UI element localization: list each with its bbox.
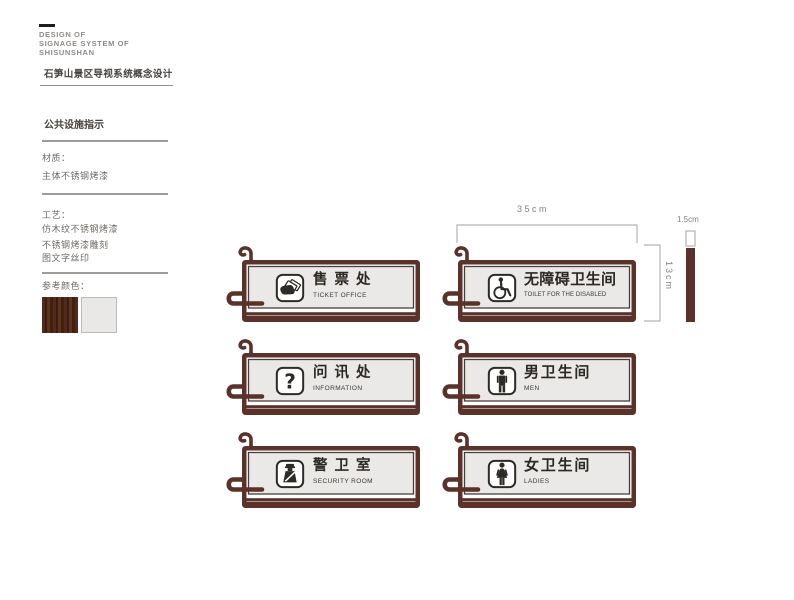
logo-line: SIGNAGE SYSTEM OF [39,39,130,48]
wheelchair-icon [487,273,517,303]
logo-mark [39,24,55,27]
craft-item: 仿木纹不锈钢烤漆 [42,224,119,234]
logo-line: DESIGN OF [39,30,86,39]
sign-title-zh: 女卫生间 [524,457,592,474]
colors-label: 参考颜色： [42,281,90,291]
craft-item: 图文字丝印 [42,253,90,263]
question-mark-icon: ? [275,366,305,396]
divider [42,272,168,274]
logo-line: SHISUNSHAN [39,48,95,57]
sign-title-en: TICKET OFFICE [313,292,367,299]
craft-item: 不锈钢烤漆雕刻 [42,240,109,250]
sign-title-zh: 问讯处 [313,365,378,381]
sign-title-en: LADIES [524,478,550,485]
sign-card-disabled-toilet: 无障碍卫生间 TOILET FOR THE DISABLED [433,244,638,326]
color-swatch-gray [81,297,117,333]
material-value: 主体不锈钢烤漆 [42,171,109,181]
sign-card-information: ? 问讯处 INFORMATION [217,337,422,419]
sign-title-en: SECURITY ROOM [313,478,373,485]
side-view-bar [686,248,695,322]
divider [42,193,168,195]
divider [42,140,168,142]
sign-title-en: INFORMATION [313,385,363,392]
sign-card-security-room: 警卫室 SECURITY ROOM [217,430,422,512]
sign-card-ticket-office: 售票处 TICKET OFFICE [217,244,422,326]
logo-text: DESIGN OF SIGNAGE SYSTEM OF SHISUNSHAN [39,30,129,57]
sign-title-zh: 无障碍卫生间 [524,271,617,288]
sign-title-zh: 警卫室 [313,458,378,474]
ticket-icon [275,273,305,303]
section-title: 公共设施指示 [44,120,104,131]
sign-title-en: MEN [524,385,540,392]
sign-card-men-toilet: 男卫生间 MEN [433,337,638,419]
dimension-lines-graphic [456,224,696,322]
craft-label: 工艺： [42,210,71,220]
guard-icon [275,459,305,489]
sign-title-en: TOILET FOR THE DISABLED [524,292,607,298]
title-rule [40,85,173,86]
svg-text:?: ? [284,370,296,394]
woman-icon [487,459,517,489]
width-dimension-label: 35cm [517,204,550,214]
man-icon [487,366,517,396]
sign-title-zh: 男卫生间 [524,364,592,381]
sign-title-zh: 售票处 [313,272,378,288]
height-dimension-label: 13cm [664,261,674,292]
material-label: 材质： [42,153,71,163]
thickness-dimension-label: 1.5cm [677,215,699,224]
page-title: 石笋山景区导视系统概念设计 [44,69,173,80]
sign-card-ladies-toilet: 女卫生间 LADIES [433,430,638,512]
color-swatch-wood [42,297,78,333]
